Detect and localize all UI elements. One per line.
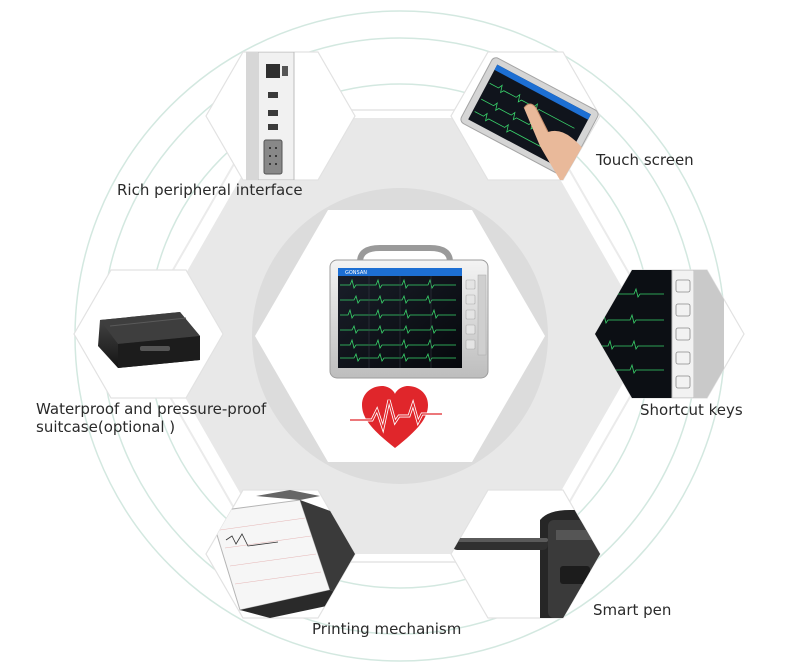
feature-hex-suitcase bbox=[73, 269, 224, 399]
label-waterproof-line1: Waterproof and pressure-proof bbox=[36, 400, 267, 418]
suitcase-icon bbox=[98, 312, 200, 368]
feature-hex-peripheral bbox=[205, 51, 356, 181]
label-printing: Printing mechanism bbox=[312, 620, 462, 638]
heart-ecg-icon bbox=[350, 386, 442, 448]
device-brand: GONSAN bbox=[345, 270, 367, 276]
label-shortcut-keys: Shortcut keys bbox=[640, 401, 743, 419]
label-touch-screen: Touch screen bbox=[596, 151, 694, 169]
feature-hex-touch bbox=[450, 51, 601, 181]
port-icon bbox=[246, 52, 295, 180]
label-waterproof: Waterproof and pressure-proof suitcase(o… bbox=[36, 400, 266, 436]
device-icon: GONSAN bbox=[329, 245, 489, 379]
label-rich-peripheral: Rich peripheral interface bbox=[117, 181, 303, 199]
label-smart-pen: Smart pen bbox=[593, 601, 672, 619]
label-waterproof-line2: suitcase(optional ) bbox=[36, 418, 176, 436]
